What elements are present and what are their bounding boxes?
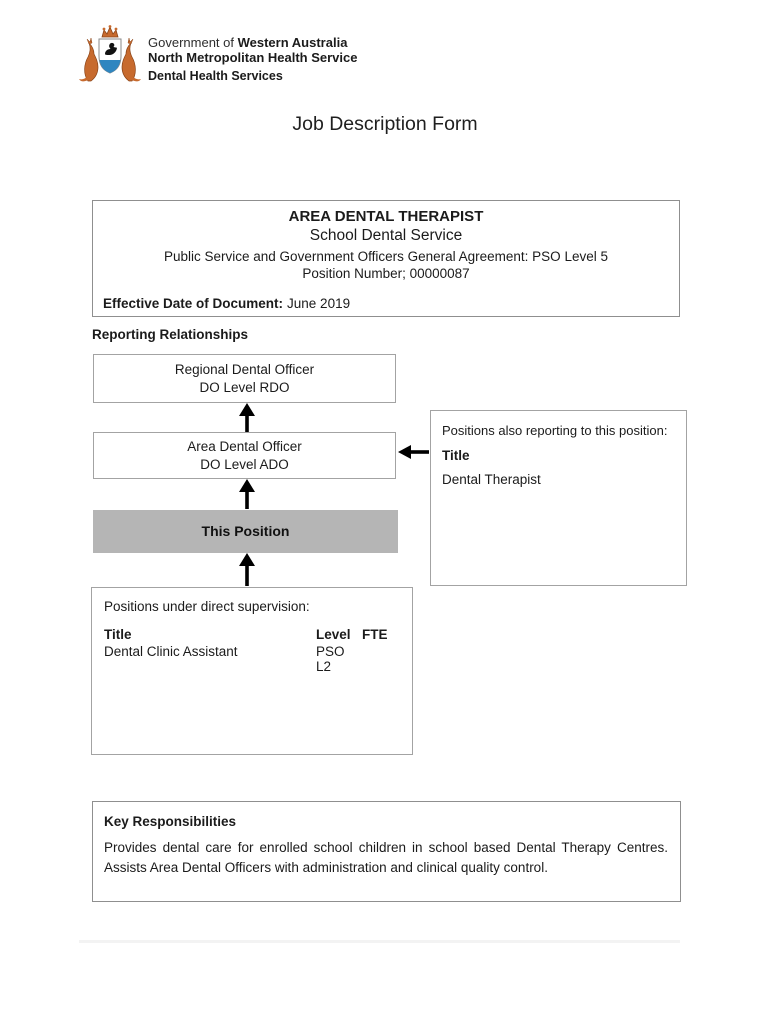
state-name: Western Australia [237, 35, 348, 50]
org-box-area-dental-officer: Area Dental Officer DO Level ADO [93, 432, 396, 479]
position-number: Position Number; 00000087 [302, 266, 470, 281]
also-reporting-title-value: Dental Therapist [442, 472, 541, 487]
header-org-text: Government of Western Australia North Me… [148, 35, 358, 84]
positions-under-supervision-box: Positions under direct supervision: Titl… [91, 587, 413, 755]
supervision-table-row: Dental Clinic Assistant PSO L2 [104, 644, 402, 674]
effective-date-label: Effective Date of Document: [103, 296, 284, 311]
key-responsibilities-body: Provides dental care for enrolled school… [104, 840, 668, 875]
also-reporting-heading: Positions also reporting to this positio… [442, 423, 668, 438]
black-swan [105, 42, 117, 55]
supervised-position-fte [362, 644, 402, 674]
arrow-up-icon [239, 479, 255, 509]
supervision-col-fte: FTE [362, 627, 388, 642]
positions-also-reporting-box: Positions also reporting to this positio… [430, 410, 687, 586]
rdo-level: DO Level RDO [199, 379, 290, 395]
supervision-col-title: Title [104, 627, 132, 642]
arrow-left-icon [398, 445, 429, 459]
also-reporting-title-label: Title [442, 448, 470, 463]
crest-crown [101, 25, 119, 38]
footer-divider [79, 940, 680, 943]
page-title: Job Description Form [292, 113, 478, 135]
health-service-line: North Metropolitan Health Service [148, 49, 358, 65]
rdo-title: Regional Dental Officer [174, 362, 315, 377]
effective-date-value: June 2019 [287, 296, 351, 311]
ado-title: Area Dental Officer [187, 439, 302, 454]
this-position-box: This Position [93, 510, 398, 553]
supervised-position-title: Dental Clinic Assistant [104, 644, 238, 659]
reporting-relationships-heading: Reporting Relationships [92, 327, 249, 342]
ado-level: DO Level ADO [200, 456, 289, 472]
effective-date: Effective Date of Document:June 2019 [103, 296, 350, 311]
position-subtitle: School Dental Service [309, 227, 463, 244]
key-responsibilities-box: Key Responsibilities Provides dental car… [92, 801, 681, 902]
org-box-regional-dental-officer: Regional Dental Officer DO Level RDO [93, 354, 396, 403]
key-responsibilities-heading: Key Responsibilities [104, 814, 237, 829]
wa-coat-of-arms-icon [79, 25, 141, 82]
arrow-up-icon [239, 403, 255, 433]
division-line: Dental Health Services [148, 69, 283, 83]
supervision-table-header: Title Level FTE [104, 627, 402, 642]
shield-blue-base [99, 60, 121, 73]
government-prefix: Government of [148, 35, 238, 50]
government-line: Government of Western Australia [148, 35, 357, 51]
supervision-heading: Positions under direct supervision: [104, 599, 310, 614]
arrow-up-icon [239, 553, 255, 586]
kangaroo-right [121, 42, 136, 82]
position-title: AREA DENTAL THERAPIST [288, 208, 484, 225]
kangaroo-left [84, 42, 99, 82]
supervision-col-level: Level [316, 627, 351, 642]
position-summary-box: AREA DENTAL THERAPIST School Dental Serv… [92, 200, 680, 317]
agreement-line: Public Service and Government Officers G… [164, 249, 608, 264]
supervised-position-level: PSO L2 [316, 644, 345, 674]
